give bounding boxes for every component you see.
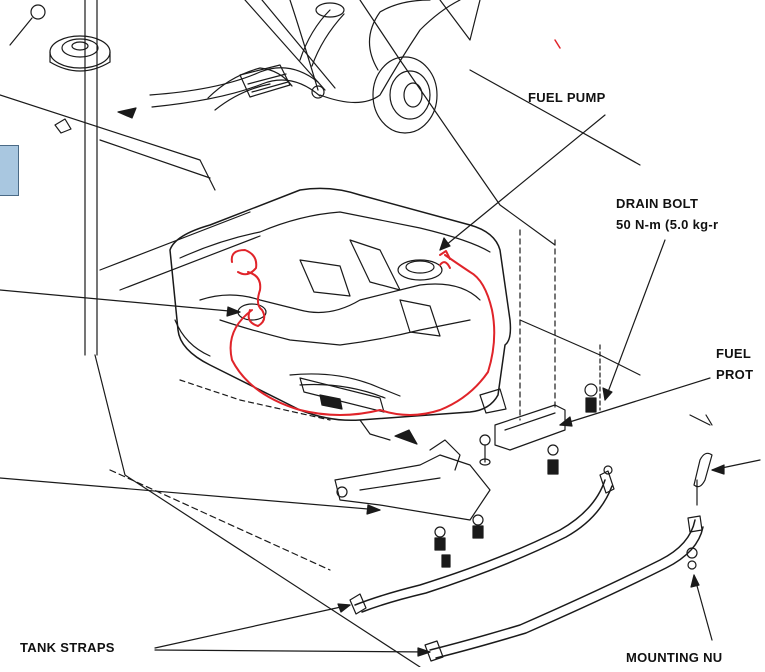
label-drain-torque: 50 N-m (5.0 kg-r [616,217,719,232]
label-mounting-nut: MOUNTING NU [626,650,723,665]
label-tank-straps: TANK STRAPS [20,640,115,655]
fuel-filter [368,0,561,134]
tank-straps [349,414,713,662]
filler-cap-assembly [9,4,111,134]
blue-callout-box [0,145,19,196]
tank-bracket [334,439,491,568]
body-outline [0,0,641,668]
label-fuel-protector-1: FUEL [716,346,752,361]
label-fuel-pump: FUEL PUMP [528,90,606,105]
filler-hoses [117,0,461,119]
fuel-protector [494,383,598,475]
label-drain-bolt: DRAIN BOLT [616,196,699,211]
red-annotation [229,249,496,416]
leader-lines [0,114,761,657]
fuel-tank [169,187,512,466]
label-fuel-protector-2: PROT [716,367,754,382]
